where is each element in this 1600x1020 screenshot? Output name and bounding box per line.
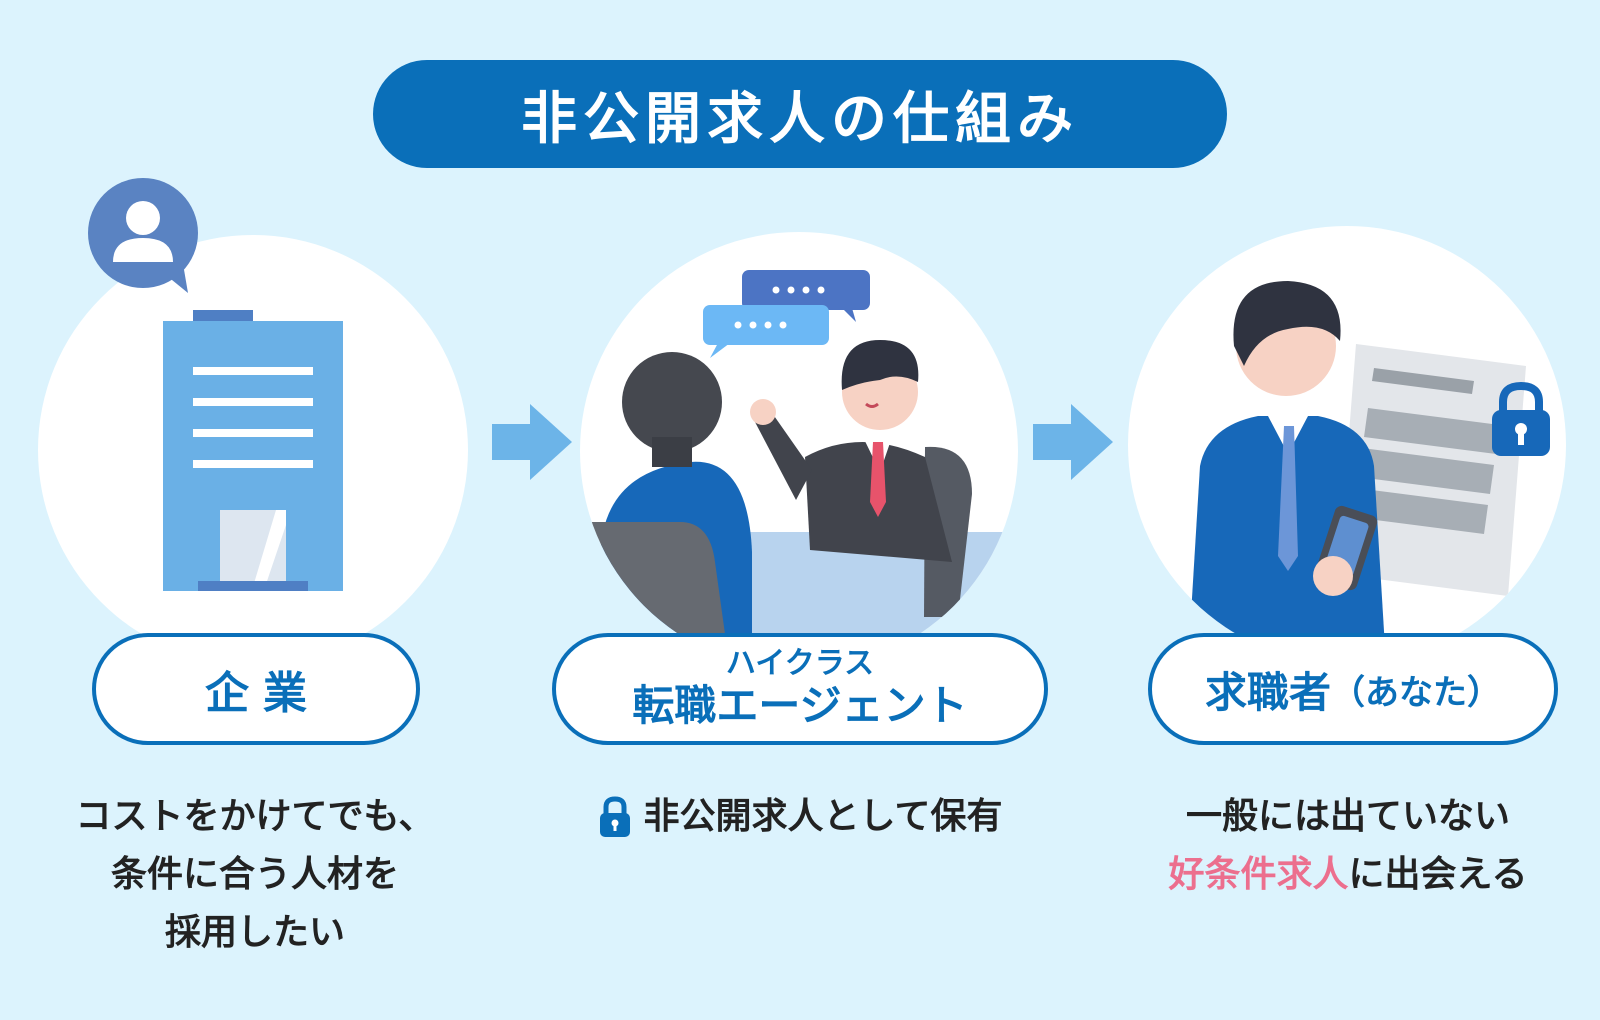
company-label: 企業 (92, 633, 420, 745)
page-title: 非公開求人の仕組み (373, 60, 1227, 168)
highlight-text: 好条件求人 (1168, 854, 1349, 895)
lock-icon (599, 796, 630, 837)
office-building-icon (163, 310, 343, 591)
job-seeker-label: 求職者（あなた） (1148, 633, 1558, 745)
agent-label: ハイクラス 転職エージェント (552, 633, 1048, 745)
job-seeker-circle (1128, 226, 1566, 664)
company-description: コストをかけてでも、 条件に合う人材を 採用したい (75, 796, 435, 953)
arrow-right-icon (1033, 404, 1113, 480)
consultation-icon (580, 270, 1018, 670)
job-seeker-icon (1188, 281, 1550, 664)
job-seeker-description: 一般には出ていない 好条件求人に出会える (1168, 796, 1528, 895)
arrow-right-icon (492, 404, 572, 480)
company-circle (38, 235, 468, 665)
agent-circle (580, 232, 1018, 670)
user-speech-bubble-icon (88, 178, 198, 293)
agent-description: 非公開求人として保有 (560, 788, 1040, 846)
